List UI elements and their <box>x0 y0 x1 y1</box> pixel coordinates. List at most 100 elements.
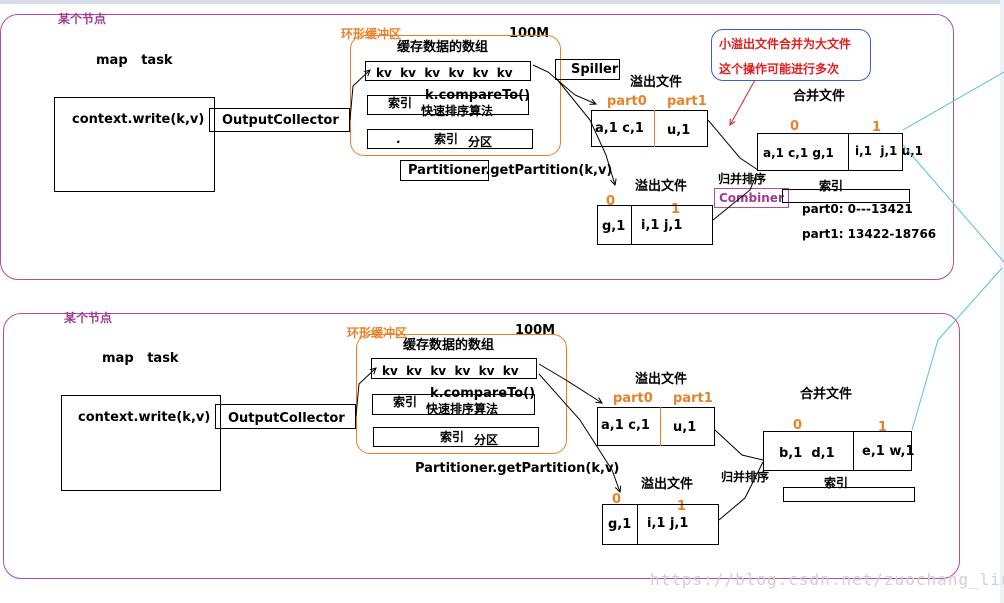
spill1-cell1: u,1 <box>673 420 697 435</box>
quick-sort-label: 快速排序算法 <box>426 402 499 416</box>
context-write-box <box>61 395 221 491</box>
spill1-part0: part0 <box>613 391 653 406</box>
get-partition-box <box>400 160 489 181</box>
combiner-box <box>714 188 789 208</box>
get-partition-label: Partitioner.getPartition(k,v) <box>415 461 620 476</box>
partition-label: 分区 <box>474 433 499 447</box>
buffer-array-label: 缓存数据的数组 <box>397 40 489 55</box>
context-write-box <box>54 97 215 192</box>
arrow-collector-to-buffer <box>349 70 370 121</box>
index-box-2 <box>367 129 533 149</box>
arrow-buffer-to-spill1 <box>538 363 602 403</box>
spill1-cell0: a,1 c,1 <box>601 418 650 433</box>
spill1-divider <box>654 110 655 147</box>
spill1-cell1: u,1 <box>667 123 691 138</box>
cyan-line-1 <box>902 71 1004 131</box>
spiller-box <box>555 59 620 80</box>
index-box-2 <box>373 427 539 447</box>
arrow-buffer-to-spill2 <box>538 373 620 492</box>
context-write-label: context.write(k,v) <box>72 112 205 127</box>
merged-cell0: b,1 d,1 <box>779 446 835 461</box>
node-label: 某个节点 <box>64 311 113 325</box>
merged-divider <box>853 431 854 471</box>
output-collector-box <box>209 108 350 132</box>
ring-buffer <box>356 334 567 454</box>
cyan-line-2 <box>902 144 1004 263</box>
spill2-cell0: g,1 <box>602 219 626 234</box>
index-box-merged <box>783 487 915 502</box>
merged-zero: 0 <box>790 119 800 134</box>
dot-label: . <box>396 132 401 146</box>
spill2-box <box>597 205 713 245</box>
index-box-merged <box>782 189 910 203</box>
spill2-zero: 0 <box>612 492 622 507</box>
line-spill2-to-merge <box>718 461 764 521</box>
line-spill1-to-merge <box>714 429 764 461</box>
index-label-1: 索引 <box>388 96 413 110</box>
part0-range: part0: 0---13421 <box>802 202 913 216</box>
partition-label: 分区 <box>468 135 493 149</box>
spill1-divider <box>660 407 661 446</box>
merged-one: 1 <box>872 120 882 135</box>
line-spill1-to-merge <box>707 119 759 171</box>
note-box <box>711 29 871 81</box>
spill1-cell0: a,1 c,1 <box>595 121 644 136</box>
node-label: 某个节点 <box>58 12 107 26</box>
arrow-buffer-to-spill2 <box>555 77 615 185</box>
spill2-cell1: i,1 j,1 <box>641 218 683 233</box>
output-collector-label: OutputCollector <box>222 113 339 128</box>
spill2-cell0: g,1 <box>608 517 632 532</box>
combiner-label: Combiner <box>719 191 784 205</box>
buffer-size-label: 100M <box>515 323 556 338</box>
spill1-title: 溢出文件 <box>630 75 683 90</box>
index-label-2: 索引 <box>434 132 459 146</box>
merged-one: 1 <box>878 420 888 435</box>
node-container-2 <box>3 313 960 579</box>
map-task-label: map task <box>96 53 173 68</box>
map-task-label: map task <box>102 351 179 366</box>
merged-box <box>757 133 903 171</box>
quick-sort-label: 快速排序算法 <box>421 104 494 118</box>
arrow-collector-to-buffer <box>355 368 376 417</box>
node-container-1 <box>0 14 954 280</box>
note-line1: 小溢出文件合并为大文件 <box>719 37 852 51</box>
part1-range: part1: 13422-18766 <box>802 227 937 241</box>
spill2-title: 溢出文件 <box>635 179 688 194</box>
spill1-box <box>597 407 715 446</box>
spill2-title: 溢出文件 <box>641 477 694 492</box>
index-box-1 <box>372 394 535 415</box>
window-right-scrollbar[interactable] <box>1000 0 1004 603</box>
line-spill2-to-merge <box>712 172 758 221</box>
spill1-part0: part0 <box>607 94 647 109</box>
get-partition-label: Partitioner.getPartition(k,v) <box>408 163 613 178</box>
spill2-box <box>602 504 719 545</box>
spill2-one: 1 <box>677 499 687 514</box>
compare-to-label: k.compareTo() <box>430 386 536 401</box>
merged-cell1: e,1 w,1 <box>862 444 915 459</box>
index-label-1: 索引 <box>393 395 418 409</box>
spill1-part1: part1 <box>673 391 713 406</box>
compare-to-label: k.compareTo() <box>425 88 531 103</box>
index-title: 索引 <box>819 179 844 193</box>
ring-buffer <box>350 35 561 156</box>
spill2-zero: 0 <box>606 194 616 209</box>
note-line2: 这个操作可能进行多次 <box>719 62 840 76</box>
index-title: 索引 <box>824 476 849 490</box>
spill2-one: 1 <box>671 202 681 217</box>
merged-box <box>763 431 912 471</box>
window-top-bar <box>0 0 1004 4</box>
cyan-line-3 <box>911 267 1003 431</box>
output-collector-label: OutputCollector <box>228 411 345 426</box>
index-label-2: 索引 <box>440 430 465 444</box>
arrow-buffer-to-spill1 <box>532 64 596 104</box>
spill1-box <box>591 110 708 147</box>
spill1-part1: part1 <box>667 94 707 109</box>
merged-cell0: a,1 c,1 g,1 <box>763 146 834 160</box>
context-write-label: context.write(k,v) <box>78 410 211 425</box>
spiller-label: Spiller <box>571 62 619 77</box>
index-box-1 <box>367 95 529 115</box>
spill1-title: 溢出文件 <box>635 372 688 387</box>
spill2-divider <box>631 205 632 245</box>
output-collector-box <box>215 404 356 429</box>
